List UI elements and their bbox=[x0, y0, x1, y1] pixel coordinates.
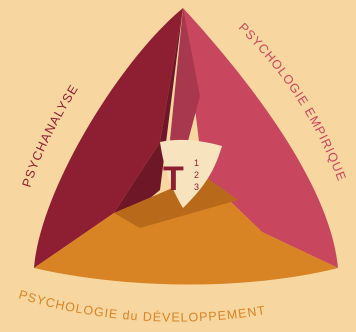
center-letter: T bbox=[163, 160, 184, 198]
sector-developpement-shadow bbox=[114, 175, 238, 228]
sector-psychanalyse bbox=[34, 8, 183, 268]
sector-developpement bbox=[34, 175, 338, 285]
center-triangle bbox=[160, 139, 222, 208]
sector-empirique bbox=[183, 8, 338, 268]
sector-psychanalyse-shadow bbox=[114, 8, 183, 213]
label-developpement: PSYCHOLOGIE du DÉVELOPPEMENT bbox=[17, 287, 267, 324]
center-level-1: 1 bbox=[194, 158, 199, 168]
center-level-2: 2 bbox=[194, 170, 199, 180]
center-level-3: 3 bbox=[194, 182, 199, 192]
sector-empirique-shadow bbox=[170, 8, 203, 175]
label-developpement-text: PSYCHOLOGIE du DÉVELOPPEMENT bbox=[17, 287, 266, 324]
